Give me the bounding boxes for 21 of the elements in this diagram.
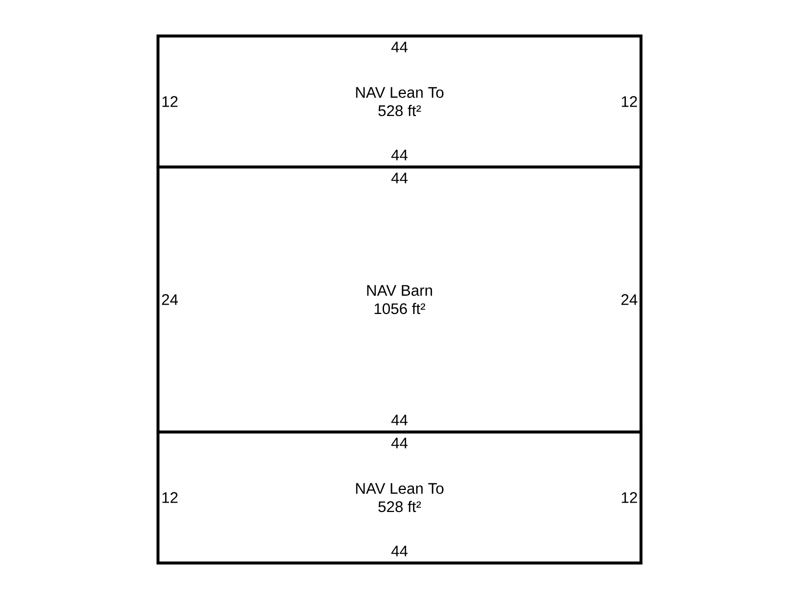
dimension-label: 12	[622, 96, 637, 107]
dimension-label: 44	[391, 438, 408, 448]
dimension-label: 44	[391, 150, 408, 160]
room-box	[156, 430, 642, 564]
dimension-label: 44	[391, 414, 408, 426]
dimension-label: 12	[162, 96, 178, 107]
dimension-label: 44	[391, 42, 408, 52]
room-name: NAV Lean To	[356, 483, 444, 494]
room-box	[156, 34, 642, 168]
dimension-label: 12	[162, 492, 178, 503]
room-name: NAV Barn	[367, 285, 432, 296]
dimension-label: 24	[621, 294, 638, 305]
room-box	[156, 166, 642, 434]
area-label: 1056 ft²	[374, 302, 426, 314]
area-label: 528 ft²	[378, 500, 421, 512]
area-label: 528 ft²	[378, 104, 421, 116]
dimension-label: 24	[162, 294, 178, 305]
dimension-label: 44	[391, 172, 408, 184]
dimension-label: 12	[622, 492, 637, 503]
room-name: NAV Lean To	[356, 87, 444, 98]
dimension-label: 44	[391, 546, 408, 556]
